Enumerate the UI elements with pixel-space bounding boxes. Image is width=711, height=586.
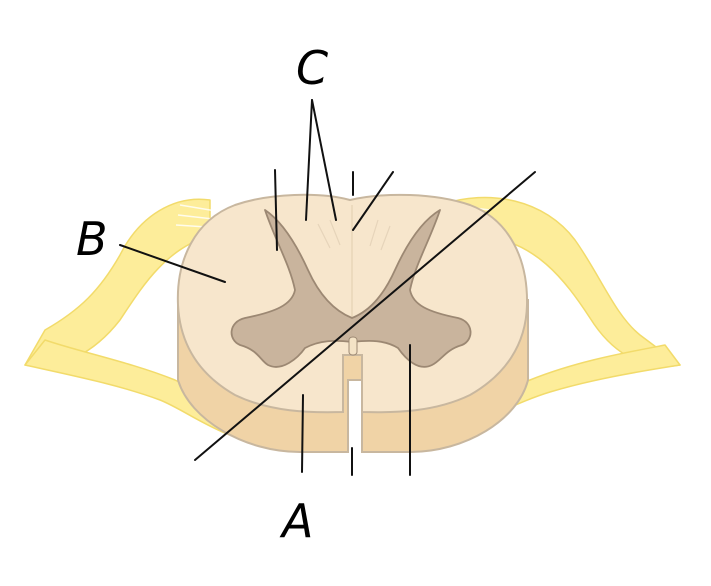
- label-a: A: [279, 494, 313, 548]
- leader-line-a: [302, 395, 303, 472]
- central-canal: [349, 337, 357, 355]
- spinal-cord: [178, 195, 528, 452]
- label-c: C: [296, 41, 328, 95]
- label-b: B: [76, 212, 108, 266]
